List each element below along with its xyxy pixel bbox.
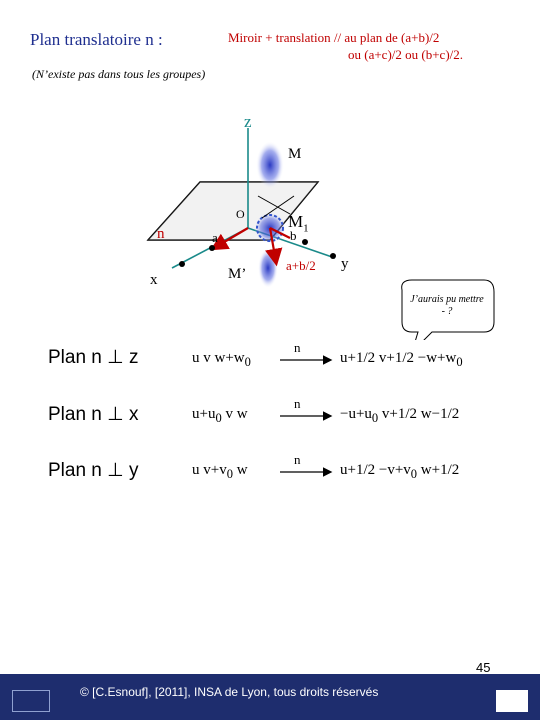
page-number: 45: [476, 660, 491, 675]
row-3-left: u v+v0 w: [192, 462, 248, 481]
university-logo: [12, 690, 50, 712]
label-vector: a+b/2: [286, 258, 316, 273]
row-3-arrow-label: n: [294, 452, 301, 467]
vector-a: [210, 227, 249, 251]
row-arrows: [280, 355, 333, 477]
row-3-right: u+1/2 −v+v0 w+1/2: [340, 462, 460, 481]
copyright: © [C.Esnouf], [2011], INSA de Lyon, tous…: [80, 685, 379, 699]
bubble-text: J’aurais pu mettre - ?: [410, 294, 484, 317]
vector-ab-half: [265, 227, 283, 267]
label-y: y: [341, 256, 349, 272]
page-title: Plan translatoire n :: [30, 30, 163, 49]
row-1-label: Plan n ⊥ z: [48, 347, 139, 368]
subtitle-line-2: ou (a+c)/2 ou (b+c)/2.: [348, 47, 464, 62]
label-a: a: [212, 230, 218, 245]
atom-M: [256, 141, 284, 189]
vector-b: [269, 227, 291, 239]
insa-logo: [496, 690, 528, 712]
translation-plane-diagram: [146, 128, 495, 340]
thought-bubble: [401, 279, 495, 340]
row-2-right: −u+u0 v+1/2 w−1/2: [340, 406, 460, 425]
subtitle-line-1: Miroir + translation // au plan de (a+b)…: [228, 30, 440, 45]
label-z: z: [244, 112, 252, 131]
row-2-arrow-label: n: [294, 396, 301, 411]
row-1-right: u+1/2 v+1/2 −w+w0: [340, 350, 463, 369]
row-1-left: u v w+w0: [192, 350, 251, 369]
label-M: M: [288, 146, 302, 162]
label-O: O: [236, 207, 245, 221]
row-2-label: Plan n ⊥ x: [48, 404, 139, 425]
footer-bar: [0, 674, 540, 720]
row-3-label: Plan n ⊥ y: [48, 460, 139, 481]
label-Mprime: M’: [228, 266, 247, 282]
row-2-left: u+u0 v w: [192, 406, 248, 425]
note: (N’existe pas dans tous les groupes): [32, 67, 206, 81]
label-M1: M1: [288, 212, 309, 235]
label-n: n: [157, 226, 165, 242]
row-1-arrow-label: n: [294, 340, 301, 355]
label-b: b: [290, 228, 297, 243]
label-x: x: [150, 272, 158, 288]
